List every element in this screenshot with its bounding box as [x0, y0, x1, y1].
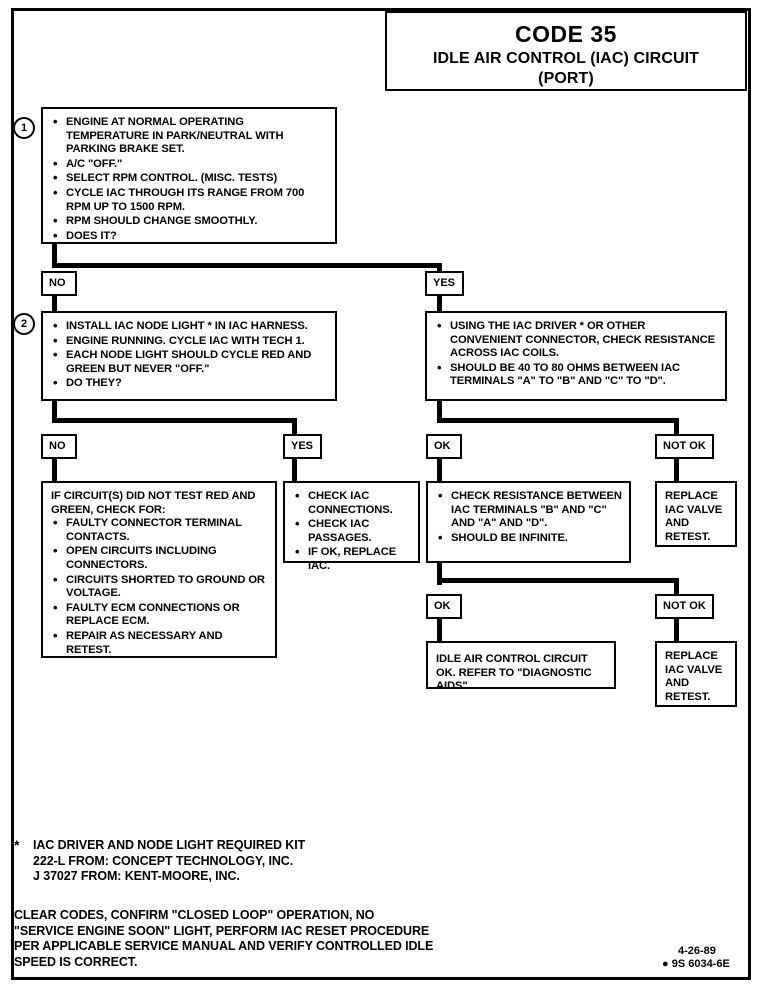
label-notok-lower: NOT OK: [655, 594, 714, 619]
connector-no2-down: [52, 459, 57, 482]
list-item: USING THE IAC DRIVER * OR OTHER CONVENIE…: [435, 319, 719, 361]
connector-yes1-down: [437, 296, 442, 314]
label-no-step2-text: NO: [49, 440, 66, 452]
connector-notok-lower-down: [674, 619, 679, 642]
connector-step1-split: [52, 263, 442, 268]
box-check-iac-connections-list: CHECK IAC CONNECTIONS. CHECK IAC PASSAGE…: [293, 489, 412, 574]
label-yes-step2-text: YES: [291, 440, 314, 452]
list-item: CIRCUITS SHORTED TO GROUND OR VOLTAGE.: [51, 573, 269, 601]
list-item: ENGINE RUNNING. CYCLE IAC WITH TECH 1.: [51, 334, 329, 349]
box-step-1-question: DOES IT?: [51, 229, 329, 244]
list-item: CHECK RESISTANCE BETWEEN IAC TERMINALS "…: [436, 489, 623, 531]
label-ok-upper-text: OK: [434, 440, 451, 452]
connector-step1-down: [52, 244, 57, 268]
box-step-2: INSTALL IAC NODE LIGHT * IN IAC HARNESS.…: [41, 311, 337, 401]
box-replace-iac-lower-text: REPLACE IAC VALVE AND RETEST.: [665, 650, 723, 703]
list-item: A/C "OFF.": [51, 157, 329, 172]
connector-coilbox-to-notok: [674, 418, 679, 435]
connector-yes2-down: [292, 459, 297, 482]
page-border: [11, 8, 751, 980]
box-circuit-check-list: IF CIRCUIT(S) DID NOT TEST RED AND GREEN…: [41, 481, 277, 658]
box-step-2-list: INSTALL IAC NODE LIGHT * IN IAC HARNESS.…: [51, 319, 329, 391]
label-yes-step1: YES: [425, 271, 464, 296]
page-subtitle-line1: IDLE AIR CONTROL (IAC) CIRCUIT: [432, 50, 700, 67]
bottom-note-text: CLEAR CODES, CONFIRM "CLOSED LOOP" OPERA…: [14, 908, 434, 969]
step-number-2: 2: [13, 313, 35, 335]
list-item: OPEN CIRCUITS INCLUDING CONNECTORS.: [51, 544, 269, 572]
box-check-resistance-terminals-list: CHECK RESISTANCE BETWEEN IAC TERMINALS "…: [436, 489, 623, 546]
connector-ok-upper-down: [437, 459, 442, 482]
list-item: ENGINE AT NORMAL OPERATING TEMPERATURE I…: [51, 115, 329, 157]
connector-step2-to-yes: [292, 418, 297, 435]
connector-terminals-to-notok: [674, 578, 679, 595]
list-item: SHOULD BE 40 TO 80 OHMS BETWEEN IAC TERM…: [435, 361, 719, 389]
connector-coilbox-split: [437, 418, 679, 423]
connector-terminals-split: [437, 578, 679, 583]
box-replace-iac-upper: REPLACE IAC VALVE AND RETEST.: [655, 481, 737, 547]
list-item: SHOULD BE INFINITE.: [436, 531, 623, 546]
label-ok-lower-text: OK: [434, 600, 451, 612]
box-check-resistance-coils-list: USING THE IAC DRIVER * OR OTHER CONVENIE…: [435, 319, 719, 389]
box-circuit-check-tail: REPAIR AS NECESSARY AND RETEST.: [51, 629, 269, 657]
connector-step2-down: [52, 401, 57, 423]
footer-date: 4-26-89: [678, 945, 716, 957]
label-notok-upper-text: NOT OK: [663, 440, 706, 452]
label-notok-lower-text: NOT OK: [663, 600, 706, 612]
box-circuit-ok-text: IDLE AIR CONTROL CIRCUIT OK. REFER TO "D…: [436, 653, 592, 693]
box-check-resistance-coils: USING THE IAC DRIVER * OR OTHER CONVENIE…: [425, 311, 727, 401]
connector-no1-down: [52, 296, 57, 314]
list-item: FAULTY CONNECTOR TERMINAL CONTACTS.: [51, 516, 269, 544]
label-no-step2: NO: [41, 434, 77, 459]
footer-doc-code: ● 9S 6034-6E: [662, 958, 730, 970]
list-item: CYCLE IAC THROUGH ITS RANGE FROM 700 RPM…: [51, 186, 329, 214]
box-replace-iac-lower: REPLACE IAC VALVE AND RETEST.: [655, 641, 737, 707]
page-subtitle-line2: (PORT): [538, 70, 594, 87]
box-step-1-list: ENGINE AT NORMAL OPERATING TEMPERATURE I…: [51, 115, 329, 244]
box-circuit-check-heading: IF CIRCUIT(S) DID NOT TEST RED AND GREEN…: [51, 490, 256, 516]
list-item: CHECK IAC CONNECTIONS.: [293, 489, 412, 517]
box-step-2-question: DO THEY?: [51, 376, 329, 391]
list-item: FAULTY ECM CONNECTIONS OR REPLACE ECM.: [51, 601, 269, 629]
list-item: SELECT RPM CONTROL. (MISC. TESTS): [51, 171, 329, 186]
connector-step2-split: [52, 418, 297, 423]
connector-coilbox-down: [437, 401, 442, 423]
box-circuit-check-list-items: FAULTY CONNECTOR TERMINAL CONTACTS. OPEN…: [51, 516, 269, 657]
list-item: EACH NODE LIGHT SHOULD CYCLE RED AND GRE…: [51, 348, 329, 376]
connector-ok-lower-down: [437, 619, 442, 642]
step-number-1: 1: [13, 117, 35, 139]
page-title: CODE 35: [515, 21, 617, 47]
footnote-text: IAC DRIVER AND NODE LIGHT REQUIRED KIT 2…: [33, 838, 306, 883]
title-block: CODE 35 IDLE AIR CONTROL (IAC) CIRCUIT (…: [385, 11, 747, 91]
box-check-resistance-terminals: CHECK RESISTANCE BETWEEN IAC TERMINALS "…: [426, 481, 631, 563]
label-yes-step2: YES: [283, 434, 322, 459]
label-ok-lower: OK: [426, 594, 462, 619]
list-item: IF OK, REPLACE IAC.: [293, 545, 412, 573]
box-circuit-ok: IDLE AIR CONTROL CIRCUIT OK. REFER TO "D…: [426, 641, 616, 692]
connector-notok-upper-down: [674, 459, 679, 482]
label-ok-upper: OK: [426, 434, 462, 459]
connector-terminals-down: [437, 563, 442, 585]
label-no-step1: NO: [41, 271, 77, 296]
list-item: RPM SHOULD CHANGE SMOOTHLY.: [51, 214, 329, 229]
asterisk-marker: *: [14, 837, 20, 853]
box-step-1: ENGINE AT NORMAL OPERATING TEMPERATURE I…: [41, 107, 337, 244]
list-item: INSTALL IAC NODE LIGHT * IN IAC HARNESS.: [51, 319, 329, 334]
box-replace-iac-upper-text: REPLACE IAC VALVE AND RETEST.: [665, 490, 723, 543]
label-notok-upper: NOT OK: [655, 434, 714, 459]
list-item: CHECK IAC PASSAGES.: [293, 517, 412, 545]
connector-step1-to-yes: [437, 263, 442, 275]
box-check-iac-connections: CHECK IAC CONNECTIONS. CHECK IAC PASSAGE…: [283, 481, 420, 572]
